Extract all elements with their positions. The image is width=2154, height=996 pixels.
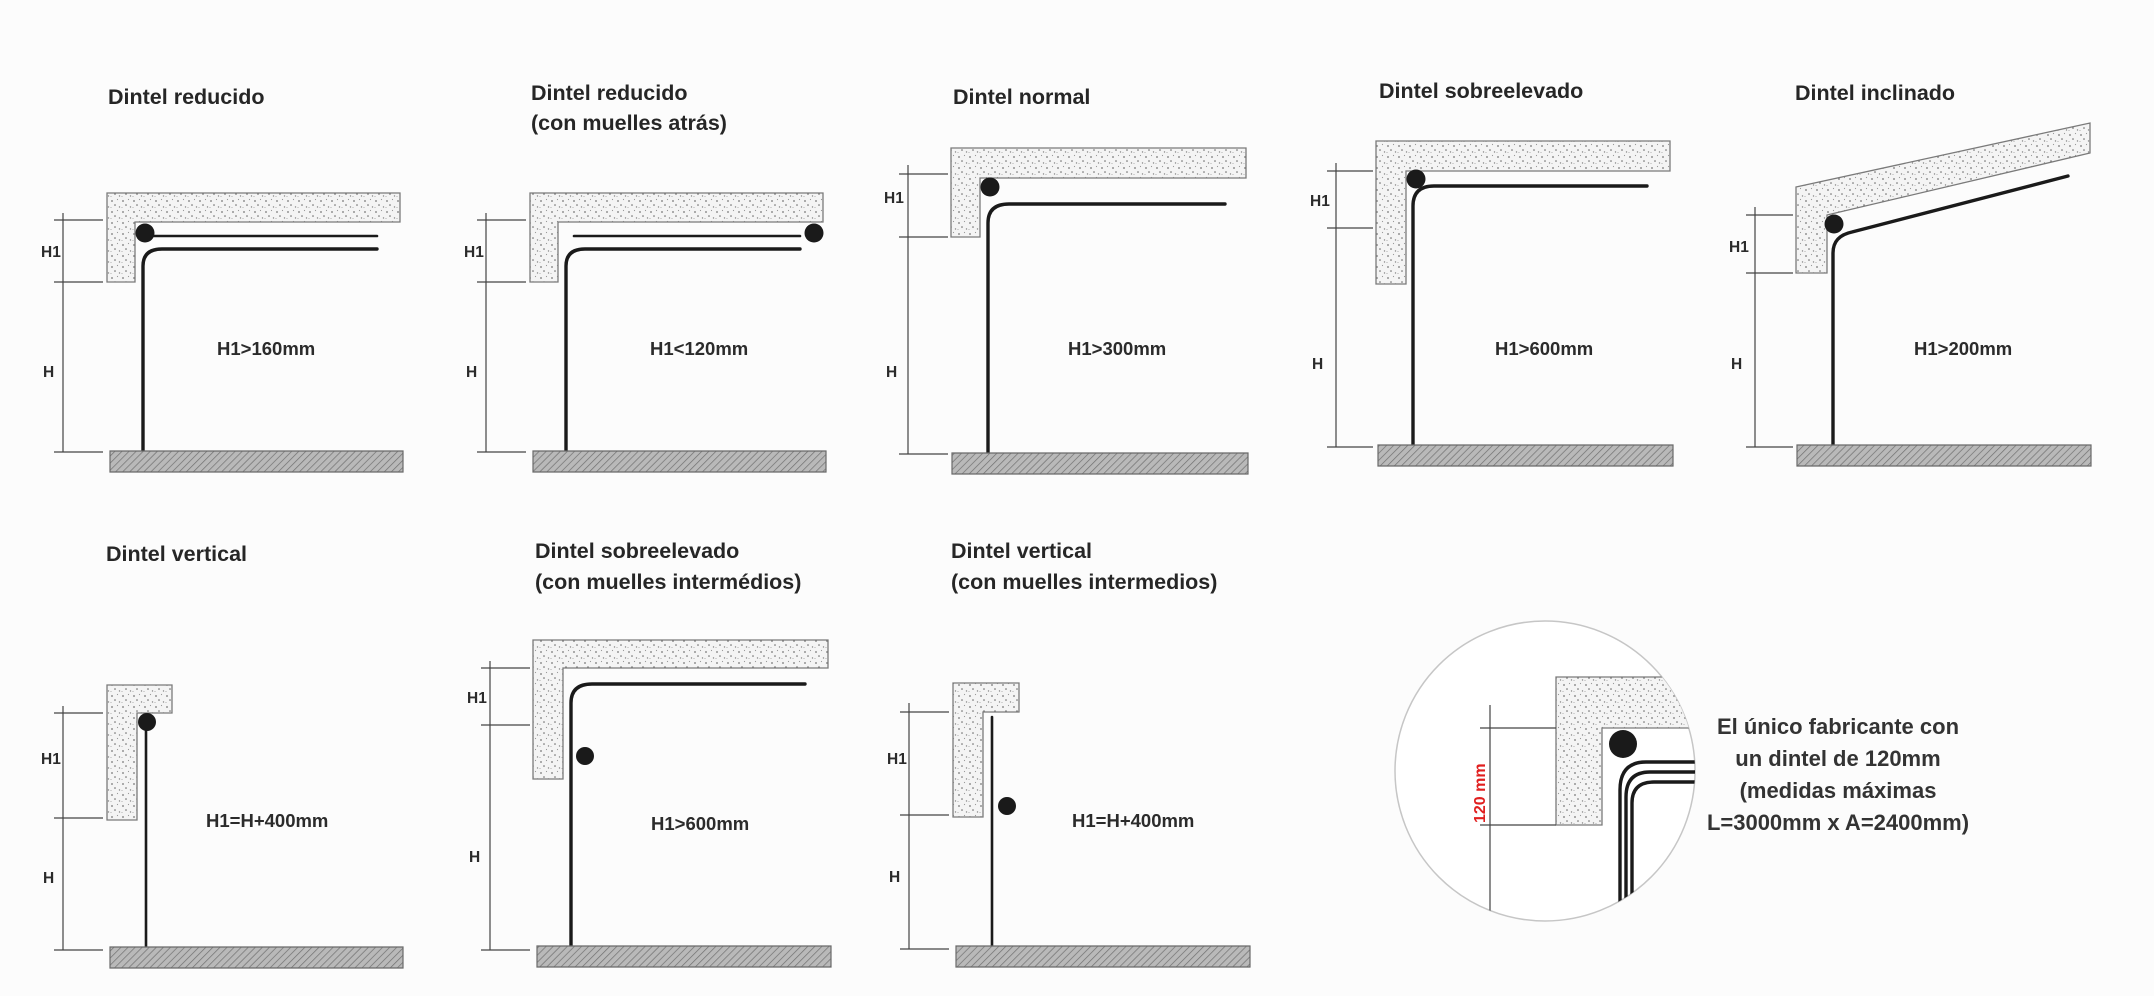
- floor-slab: [532, 450, 827, 473]
- detail-rail-inner: [1630, 780, 1695, 921]
- spring-shaft-dot: [980, 177, 1000, 197]
- spring-shaft-dot: [138, 713, 156, 731]
- condition-label: H1<120mm: [650, 338, 748, 359]
- floor-slab: [536, 945, 832, 968]
- door-rail: [986, 202, 1227, 459]
- detail-rail-middle: [1624, 770, 1695, 921]
- diagram-title: Dintel inclinado: [1795, 81, 1955, 105]
- diagram-dintel-vertical: Dintel vertical H1 H H1=H+400mm: [41, 542, 404, 969]
- condition-label: H1>300mm: [1068, 338, 1166, 359]
- detail-spring-dot: [1609, 730, 1637, 758]
- caption-line-3: (medidas máximas: [1740, 778, 1937, 803]
- h-dimension-label: H: [886, 364, 897, 381]
- concrete-lintel: [106, 192, 401, 283]
- concrete-lintel: [106, 684, 173, 821]
- h-dimension-label: H: [43, 870, 54, 887]
- h-dimension-label: H: [1312, 356, 1323, 373]
- spring-shaft-dot: [1824, 214, 1844, 234]
- diagram-title: Dintel vertical: [106, 542, 247, 566]
- condition-label: H1>160mm: [217, 338, 315, 359]
- floor-slab: [951, 452, 1249, 475]
- concrete-lintel: [950, 147, 1247, 238]
- condition-label: H1=H+400mm: [206, 810, 328, 831]
- detail-caption: El único fabricante con un dintel de 120…: [1707, 714, 1969, 835]
- diagram-title: Dintel normal: [953, 85, 1090, 109]
- floor-slab: [109, 946, 404, 969]
- floor-slab: [109, 450, 404, 473]
- concrete-lintel: [1375, 140, 1671, 285]
- condition-label: H1>200mm: [1914, 338, 2012, 359]
- diagram-title-line-2: (con muelles atrás): [531, 111, 727, 135]
- detail-rail-outer: [1618, 760, 1695, 921]
- condition-label: H1=H+400mm: [1072, 810, 1194, 831]
- h1-dimension-label: H1: [41, 751, 61, 768]
- door-rail: [1831, 174, 2070, 452]
- diagram-title: Dintel sobreelevado: [1379, 79, 1583, 103]
- detail-magnifier: 120 mm: [1394, 620, 1696, 922]
- caption-line-4: L=3000mm x A=2400mm): [1707, 810, 1969, 835]
- door-rail: [564, 247, 802, 457]
- h1-dimension-label: H1: [41, 244, 61, 261]
- h1-dimension-label: H1: [887, 751, 907, 768]
- concrete-lintel: [532, 639, 829, 780]
- h-dimension-label: H: [1731, 356, 1742, 373]
- diagram-dintel-reducido-muelles-atras: Dintel reducido (con muelles atrás) H1 H…: [464, 81, 827, 473]
- h-dimension-label: H: [43, 364, 54, 381]
- diagram-title-line-1: Dintel vertical: [951, 539, 1092, 563]
- condition-label: H1>600mm: [1495, 338, 1593, 359]
- diagram-title-line-1: Dintel reducido: [531, 81, 687, 105]
- diagram-title-line-1: Dintel sobreelevado: [535, 539, 739, 563]
- concrete-lintel: [1795, 122, 2091, 274]
- door-rail: [141, 247, 379, 457]
- diagram-dintel-reducido: Dintel reducido H1 H H1>160mm: [41, 85, 404, 473]
- caption-line-1: El único fabricante con: [1717, 714, 1959, 739]
- condition-label: H1>600mm: [651, 813, 749, 834]
- floor-slab: [1796, 444, 2092, 467]
- spring-shaft-dot: [576, 747, 594, 765]
- spring-shaft-dot: [1406, 169, 1426, 189]
- spring-shaft-dot: [804, 223, 824, 243]
- caption-line-2: un dintel de 120mm: [1735, 746, 1940, 771]
- spring-shaft-dot: [998, 797, 1016, 815]
- h-dimension-label: H: [889, 869, 900, 886]
- door-rail: [1411, 184, 1649, 452]
- diagram-dintel-normal: Dintel normal H1 H H1>300mm: [884, 85, 1249, 475]
- diagram-title: Dintel reducido: [108, 85, 264, 109]
- h1-dimension-label: H1: [1310, 193, 1330, 210]
- spring-shaft-dot: [135, 223, 155, 243]
- floor-slab: [955, 945, 1251, 968]
- diagram-dintel-sobreelevado-muelles-intermedios: Dintel sobreelevado (con muelles intermé…: [467, 539, 832, 968]
- diagram-dintel-inclinado: Dintel inclinado H1 H H1>200mm: [1729, 81, 2092, 467]
- h1-dimension-label: H1: [467, 690, 487, 707]
- detail-dimension-label: 120 mm: [1472, 763, 1489, 823]
- h1-dimension-label: H1: [884, 190, 904, 207]
- h-dimension-label: H: [469, 849, 480, 866]
- concrete-lintel: [529, 192, 824, 283]
- floor-slab: [1377, 444, 1674, 467]
- h1-dimension-label: H1: [464, 244, 484, 261]
- diagram-title-line-2: (con muelles intermédios): [535, 570, 801, 594]
- door-rail: [569, 682, 807, 955]
- concrete-lintel: [952, 682, 1020, 818]
- diagram-dintel-sobreelevado: Dintel sobreelevado H1 H H1>600mm: [1310, 79, 1674, 467]
- h1-dimension-label: H1: [1729, 239, 1749, 256]
- diagram-title-line-2: (con muelles intermedios): [951, 570, 1217, 594]
- h-dimension-label: H: [466, 364, 477, 381]
- diagram-dintel-vertical-muelles-intermedios: Dintel vertical (con muelles intermedios…: [887, 539, 1251, 968]
